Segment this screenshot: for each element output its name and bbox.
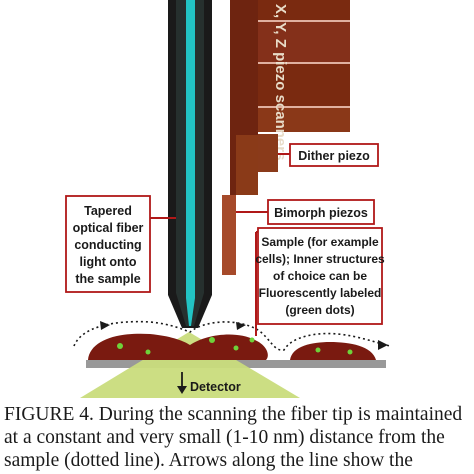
fiber-label-line: Tapered [84, 204, 132, 218]
sample-label-group: Sample (for example cells); Inner struct… [255, 227, 385, 336]
fluorescent-dot [315, 347, 321, 353]
dither-label-group: Dither piezo [278, 143, 379, 167]
fluorescent-dot [249, 337, 255, 343]
bimorph-piezo [222, 195, 236, 275]
fiber-label-line: the sample [75, 272, 140, 286]
sample-label-line: Fluorescently labeled [259, 286, 382, 300]
fluorescent-dot [145, 349, 151, 355]
fiber-label-line: light onto [80, 255, 137, 269]
dither-label: Dither piezo [298, 149, 370, 163]
light-cone [80, 332, 300, 398]
fluorescent-dot [209, 337, 215, 343]
sample-label-line: (green dots) [285, 303, 354, 317]
fluorescent-dot [117, 343, 123, 349]
piezo-scanner-stack: X, Y, Z piezo scanners [258, 0, 350, 160]
fluorescent-dot [347, 349, 353, 355]
detector-group: Detector [177, 372, 241, 394]
fiber-label-group: Tapered optical fiber conducting light o… [65, 195, 176, 293]
sample-cells [88, 333, 376, 360]
sample-label-line: cells); Inner structures [255, 252, 385, 266]
direction-arrow-icon [236, 322, 246, 330]
detector-label: Detector [190, 380, 241, 394]
bimorph-label-group: Bimorph piezos [236, 199, 375, 225]
sample-label-line: of choice can be [273, 269, 367, 283]
direction-arrow-icon [100, 321, 110, 330]
bimorph-label: Bimorph piezos [274, 206, 368, 220]
sample-label-line: Sample (for example [261, 235, 379, 249]
direction-arrow-icon [378, 340, 388, 350]
dither-piezo-block [258, 134, 278, 172]
down-arrow-icon [177, 386, 187, 394]
optical-fiber [168, 0, 212, 328]
fiber-label-line: optical fiber [73, 221, 144, 235]
figure-caption: FIGURE 4. During the scanning the fiber … [4, 404, 463, 474]
piezo-scanner-label: X, Y, Z piezo scanners [272, 4, 289, 160]
fiber-label-line: conducting [74, 238, 141, 252]
fluorescent-dot [233, 345, 239, 351]
